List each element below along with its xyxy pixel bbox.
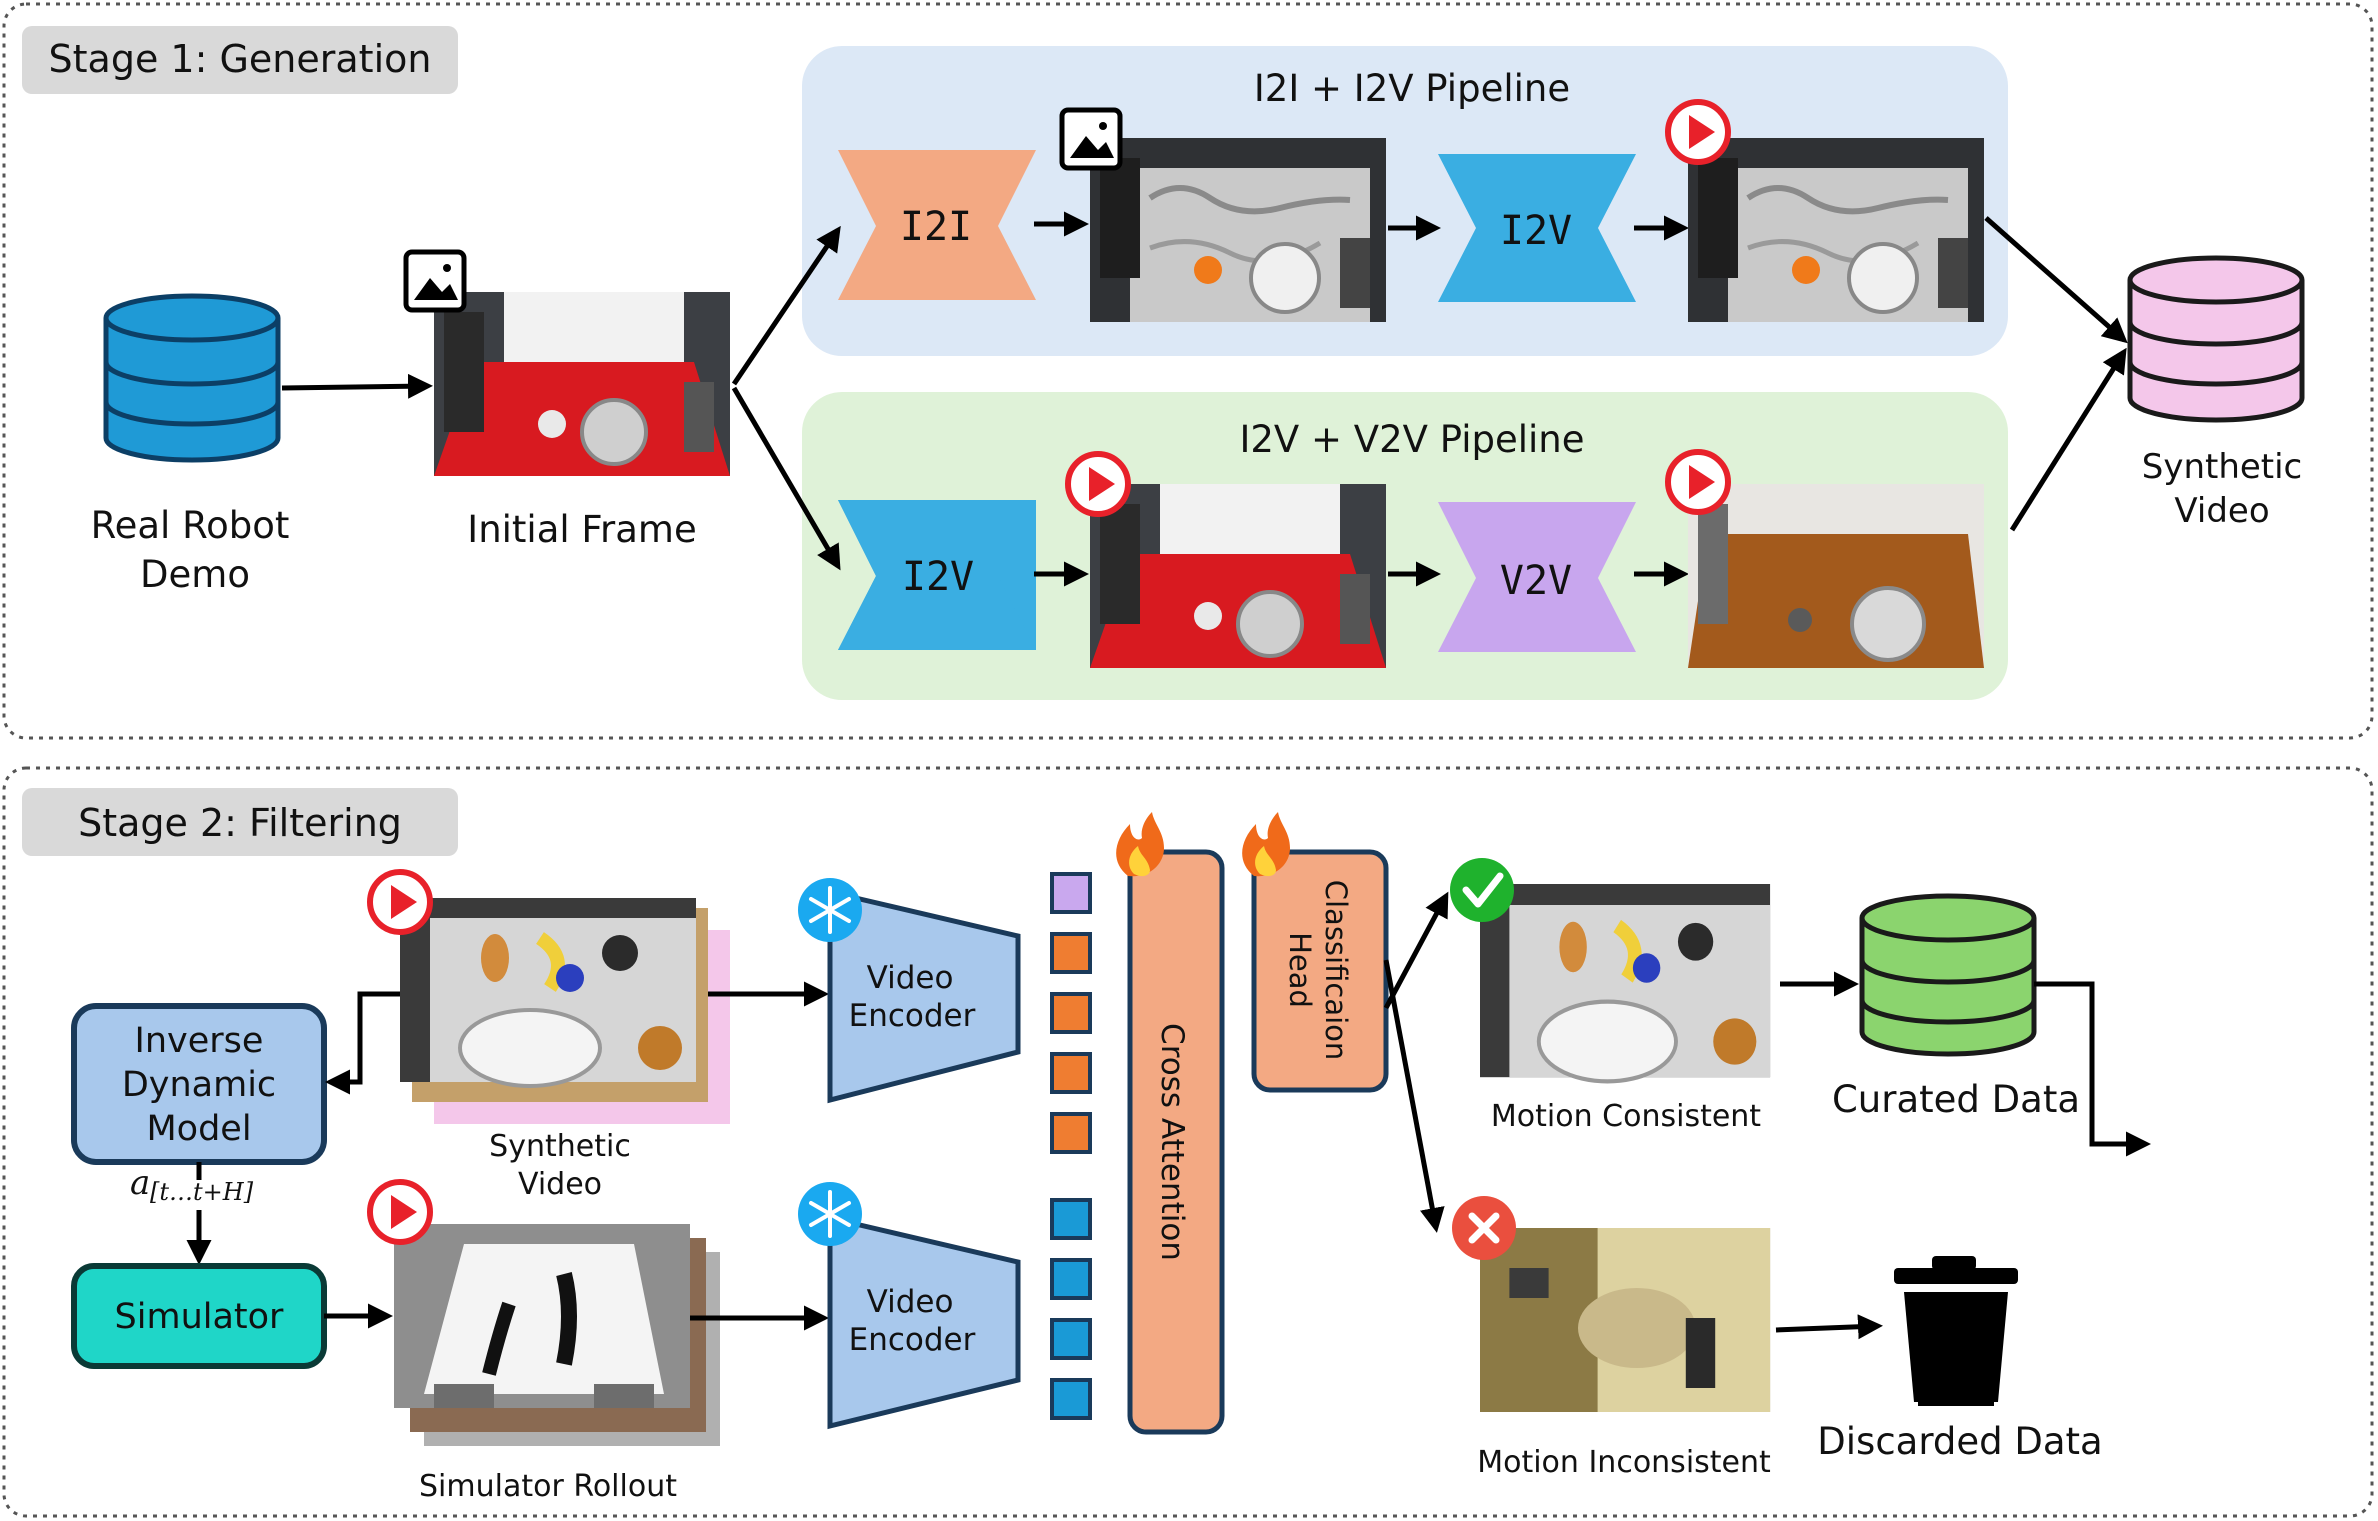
- pipeline-i2v-v2v-title: I2V + V2V Pipeline: [1239, 418, 1584, 461]
- pipeline-i2i-i2v-title: I2I + I2V Pipeline: [1254, 67, 1570, 110]
- cross-attention-label: Cross Attention: [1154, 1023, 1190, 1261]
- image-icon: [403, 249, 467, 313]
- i2i-output-image: [1090, 138, 1386, 322]
- video-encoder-top-line2: Encoder: [849, 998, 976, 1034]
- arrow-frame-to-i2v: [731, 386, 841, 571]
- token-column: [1050, 872, 1092, 1420]
- motion-consistent-label: Motion Consistent: [1491, 1099, 1761, 1134]
- cross-icon: [1452, 1196, 1516, 1260]
- classification-head-line1: Classificaion: [1319, 880, 1353, 1061]
- video-encoder-bottom-line1: Video: [867, 1284, 954, 1320]
- cross-attention-block: [1127, 849, 1225, 1435]
- stage1-title: Stage 1: Generation: [49, 37, 432, 81]
- play-icon: [367, 869, 433, 935]
- play-icon: [1665, 99, 1731, 165]
- real-robot-demo-line2: Demo: [140, 553, 250, 596]
- arrow-inconsistent-to-trash: [1775, 1314, 1883, 1340]
- i2v-label-2: I2V: [902, 554, 974, 600]
- synthetic-video-image: [400, 898, 696, 1086]
- database-icon: [2127, 255, 2305, 423]
- arrow-curated-out: [2034, 981, 2151, 1157]
- pipeline1-output-video: [1688, 138, 1984, 322]
- curated-data-label: Curated Data: [1832, 1078, 2080, 1121]
- stage2-frame: [2, 766, 2374, 1518]
- check-icon: [1450, 858, 1514, 922]
- arrow-video-to-idm: [325, 991, 400, 1095]
- synthetic-video-db-line1: Synthetic: [2142, 447, 2303, 487]
- v2v-model-block: [1438, 502, 1636, 652]
- arrow-demo-to-frame: [281, 373, 433, 399]
- simulator-rollout-image: [394, 1224, 690, 1408]
- video-encoder-bottom-line2: Encoder: [849, 1322, 976, 1358]
- image-icon: [1059, 107, 1123, 171]
- motion-inconsistent-label: Motion Inconsistent: [1477, 1445, 1771, 1480]
- initial-frame-image: [432, 290, 732, 478]
- idm-line1: Inverse: [135, 1021, 264, 1061]
- synthetic-video-line2: Video: [518, 1167, 602, 1202]
- action-symbol: a: [130, 1163, 150, 1203]
- v2v-label: V2V: [1500, 558, 1572, 604]
- stage2-title: Stage 2: Filtering: [78, 801, 402, 845]
- stage1-label-bg: [22, 26, 458, 94]
- idm-line2: Dynamic: [122, 1065, 276, 1105]
- motion-inconsistent-image: [1480, 1228, 1771, 1412]
- pipeline2-intermediate-video: [1088, 482, 1388, 670]
- stage2-label-bg: [22, 788, 458, 856]
- motion-consistent-image: [1480, 884, 1770, 1081]
- i2v-model-block-1: [1438, 154, 1636, 302]
- play-icon: [367, 1179, 433, 1245]
- stage1-frame: [2, 2, 2374, 740]
- video-encoder-top: [827, 888, 1021, 1104]
- fire-icon: [1116, 812, 1164, 877]
- arrow-head-to-consistent: [1383, 891, 1449, 1010]
- action-subscript: [t…t+H]: [150, 1178, 254, 1206]
- simulator-label: Simulator: [115, 1297, 285, 1337]
- snowflake-icon: [798, 878, 862, 942]
- video-encoder-top-line1: Video: [867, 960, 954, 996]
- arrow-pipeline2-to-db: [2009, 347, 2127, 532]
- snowflake-icon: [798, 1182, 862, 1246]
- i2v-label-1: I2V: [1500, 208, 1572, 254]
- pipeline2-output-video: [1686, 482, 1986, 670]
- play-icon: [1665, 449, 1731, 515]
- classification-head-line2: Head: [1283, 932, 1317, 1008]
- discarded-data-label: Discarded Data: [1817, 1420, 2102, 1463]
- i2v-model-shape-2: [838, 500, 1036, 650]
- idm-line3: Model: [146, 1109, 251, 1149]
- synthetic-video-db-line2: Video: [2174, 491, 2269, 531]
- initial-frame-label: Initial Frame: [467, 508, 696, 551]
- i2i-model-block: [838, 150, 1036, 300]
- arrow-frame-to-i2i: [731, 225, 841, 386]
- real-robot-demo-line1: Real Robot: [91, 504, 290, 547]
- database-icon: [103, 293, 281, 463]
- i2i-label: I2I: [900, 204, 972, 250]
- trash-icon: [1894, 1256, 2018, 1406]
- play-icon: [1065, 451, 1131, 517]
- database-icon: [1859, 893, 2037, 1057]
- synthetic-video-line1: Synthetic: [489, 1129, 631, 1164]
- arrow-head-to-inconsistent: [1383, 959, 1445, 1233]
- arrow-pipeline1-to-db: [1984, 216, 2128, 344]
- simulator-rollout-label: Simulator Rollout: [419, 1469, 677, 1504]
- video-encoder-bottom: [827, 1214, 1021, 1430]
- fire-icon: [1242, 812, 1290, 877]
